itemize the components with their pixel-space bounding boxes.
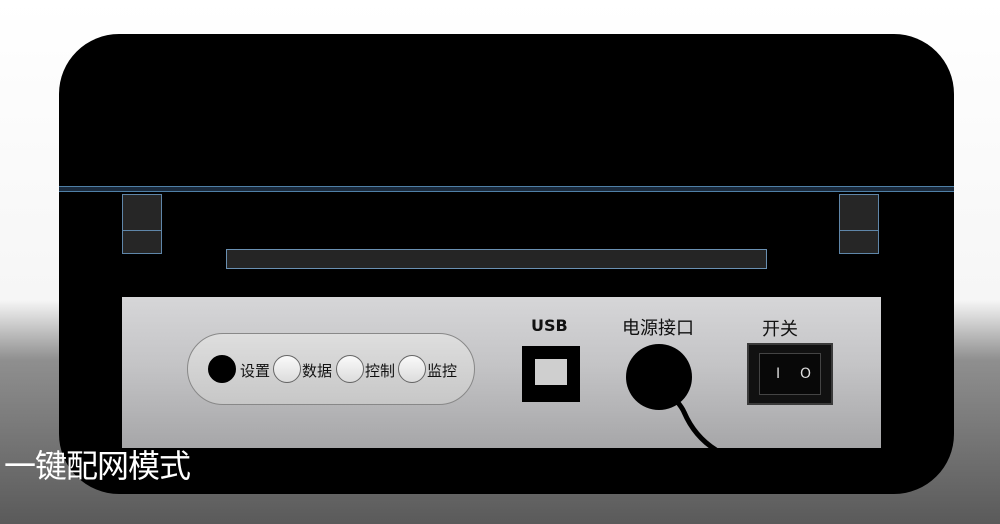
switch-label: 开关 [762,319,798,340]
control-button[interactable] [336,355,364,383]
data-button[interactable] [273,355,301,383]
setup-button[interactable] [208,355,236,383]
setup-button-label: 设置 [240,362,271,380]
right-foot [839,194,879,254]
data-button-label: 数据 [302,362,333,380]
button-group: 设置 数据 控制 监控 [187,333,475,405]
card-slot [226,249,767,269]
switch-on-icon: I [776,366,781,382]
switch-off-icon: O [800,366,812,382]
power-port-label: 电源接口 [622,318,694,339]
monitor-button[interactable] [398,355,426,383]
device-top-edge [59,186,954,192]
power-switch[interactable]: I O [747,343,833,405]
caption: 一键配网模式 [4,447,191,485]
left-foot [122,194,162,254]
monitor-button-label: 监控 [427,362,458,380]
switch-rocker: I O [759,353,821,395]
power-jack[interactable] [626,344,692,410]
usb-port[interactable] [522,346,580,402]
usb-label: USB [531,316,568,335]
control-button-label: 控制 [365,362,396,380]
usb-port-inner [535,359,567,385]
